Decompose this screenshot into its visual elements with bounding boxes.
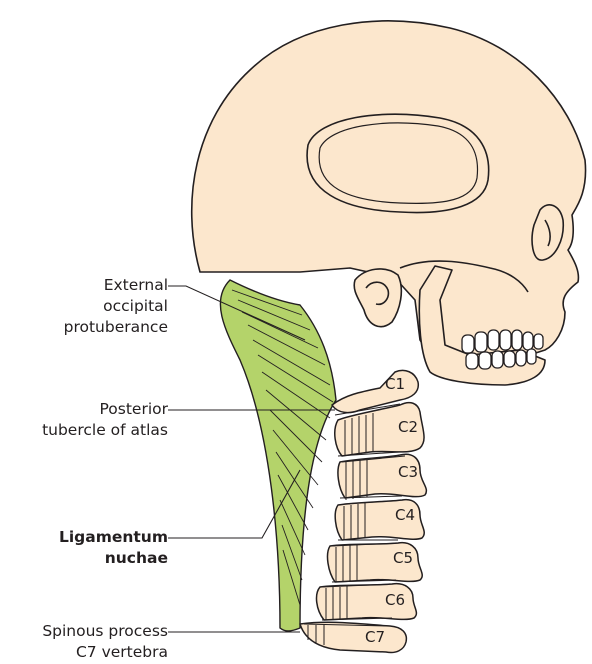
mastoid-process [354,269,401,327]
vertebra-label-c3: C3 [398,463,418,481]
vertebra-label-c1: C1 [385,375,405,393]
vertebra-label-c4: C4 [395,506,415,524]
ligamentum-nuchae [220,280,336,631]
vertebra-label-c6: C6 [385,591,405,609]
vertebra-label-c2: C2 [398,418,418,436]
temporal-fossa [307,114,489,212]
label-posterior-tubercle-of-atlas: Posterior tubercle of atlas [42,399,168,441]
label-spinous-process-c7: Spinous process C7 vertebra [42,621,168,663]
vertebra-label-c5: C5 [393,549,413,567]
label-ligamentum-nuchae: Ligamentum nuchae [59,527,168,569]
vertebra-label-c7: C7 [365,628,385,646]
label-external-occipital-protuberance: External occipital protuberance [64,275,168,338]
